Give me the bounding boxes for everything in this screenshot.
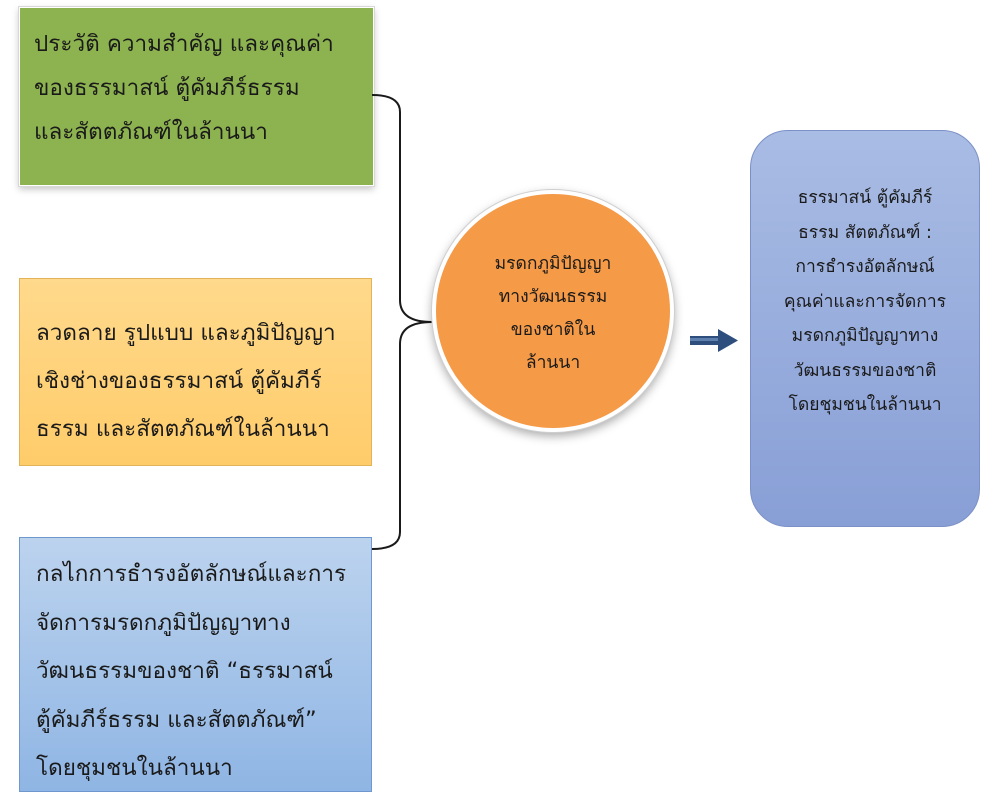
mechanisms-box: กลไกการธำรงอัตลักษณ์และการ จัดการมรดกภูม… <box>19 537 372 792</box>
result-box: ธรรมาสน์ ตู้คัมภีร์ ธรรม สัตตภัณฑ์ : การ… <box>750 130 980 527</box>
patterns-box: ลวดลาย รูปแบบ และภูมิปัญญา เชิงช่างของธร… <box>19 278 372 466</box>
heritage-circle: มรดกภูมิปัญญา ทางวัฒนธรรม ของชาติใน ล้าน… <box>432 190 674 432</box>
right-arrow-icon <box>690 329 738 352</box>
history-box: ประวัติ ความสำคัญ และคุณค่า ของธรรมาสน์ … <box>19 7 374 186</box>
heritage-circle-label: มรดกภูมิปัญญา ทางวัฒนธรรม ของชาติใน ล้าน… <box>494 254 612 373</box>
bracket-connector <box>371 94 433 550</box>
history-box-text: ประวัติ ความสำคัญ และคุณค่า ของธรรมาสน์ … <box>34 31 334 145</box>
patterns-box-text: ลวดลาย รูปแบบ และภูมิปัญญา เชิงช่างของธร… <box>36 320 336 442</box>
mechanisms-box-text: กลไกการธำรงอัตลักษณ์และการ จัดการมรดกภูม… <box>36 561 347 781</box>
result-box-label: ธรรมาสน์ ตู้คัมภีร์ ธรรม สัตตภัณฑ์ : การ… <box>783 188 947 415</box>
